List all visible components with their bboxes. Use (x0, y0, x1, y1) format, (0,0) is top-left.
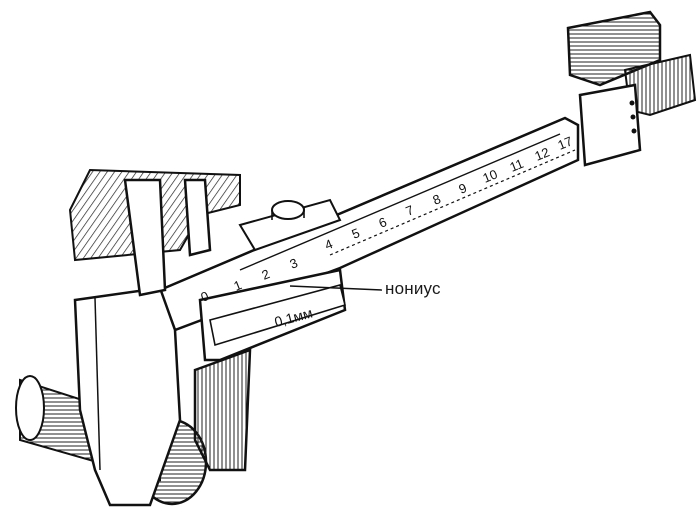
main-beam (158, 116, 580, 332)
right-end-bracket (566, 10, 697, 167)
callout-leader (289, 285, 383, 291)
vernier-callout-label: нониус (385, 279, 441, 298)
main-scale-label: 12 (533, 144, 552, 163)
main-scale-label: 10 (481, 166, 500, 185)
fixed-jaw (73, 178, 212, 507)
main-scale-label: 11 (508, 156, 526, 175)
main-scale-label: 17 (556, 133, 575, 152)
vernier-slider (193, 198, 347, 472)
